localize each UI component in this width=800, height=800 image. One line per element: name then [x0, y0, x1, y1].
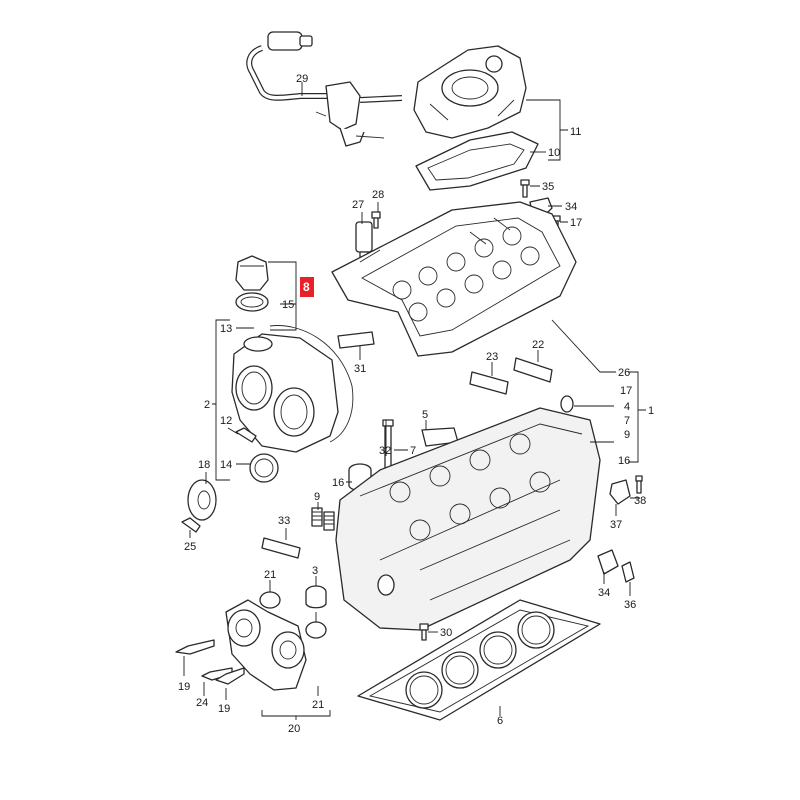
bolt-25 [181, 517, 201, 533]
filler-seal [235, 292, 269, 312]
callout-10: 10 [548, 147, 560, 159]
bolt-36 [621, 561, 635, 583]
callout-26: 26 [618, 367, 630, 379]
callout-20: 20 [288, 723, 300, 735]
callout-9-right: 9 [624, 429, 630, 441]
callout-17-top: 17 [570, 217, 582, 229]
callout-38: 38 [634, 495, 646, 507]
callout-2: 2 [204, 399, 210, 411]
callout-18: 18 [198, 459, 210, 471]
callout-31: 31 [354, 363, 366, 375]
callout-34-bottom: 34 [598, 587, 610, 599]
bolt-28 [371, 211, 381, 229]
bolt-38 [635, 475, 643, 494]
callout-14: 14 [220, 459, 232, 471]
seal-21-top [259, 591, 281, 609]
callout-29: 29 [296, 73, 308, 85]
callout-16: 16 [332, 477, 344, 489]
callout-12: 12 [220, 415, 232, 427]
spring-9 [311, 507, 335, 531]
callout-35: 35 [542, 181, 554, 193]
callout-11: 11 [570, 126, 581, 138]
callout-labels: 29 11 10 35 34 17 28 27 15 13 2 31 26 17… [178, 73, 654, 735]
head-gasket [357, 599, 601, 721]
callout-23: 23 [486, 351, 498, 363]
bolt-12 [235, 427, 257, 443]
callout-9: 9 [314, 491, 320, 503]
callout-16-right: 16 [618, 455, 630, 467]
callout-21-bottom: 21 [312, 699, 324, 711]
callout-37: 37 [610, 519, 622, 531]
breather-hose-assembly [246, 31, 403, 147]
callout-13: 13 [220, 323, 232, 335]
part-31 [337, 331, 375, 349]
callout-17: 17 [620, 385, 632, 397]
seal-14 [249, 453, 279, 483]
oil-filler-cap [235, 255, 269, 291]
callout-21-top: 21 [264, 569, 276, 581]
callout-3: 3 [312, 565, 318, 577]
sensor-34-bottom [597, 549, 619, 575]
callout-8-label: 8 [303, 280, 310, 294]
part-23 [469, 371, 509, 395]
timing-gear-unit [225, 599, 307, 691]
timing-cover [231, 325, 354, 453]
cylinder-head-cover [331, 201, 577, 357]
bolt-30 [419, 623, 429, 641]
bolt-35 [520, 179, 530, 198]
callout-32: 32 [379, 445, 391, 457]
callout-19-left: 19 [178, 681, 190, 693]
cylinder-head [335, 407, 601, 631]
o-ring-4 [560, 395, 574, 413]
part-22 [513, 357, 553, 383]
highlighted-callout-8[interactable]: 8 [300, 277, 314, 297]
leader-lines [183, 82, 646, 720]
callout-19-right: 19 [218, 703, 230, 715]
callout-28: 28 [372, 189, 384, 201]
callout-33: 33 [278, 515, 290, 527]
bolt-19-right [215, 667, 245, 685]
part-33 [261, 537, 301, 559]
oil-separator-housing [413, 45, 527, 139]
callout-5: 5 [422, 409, 428, 421]
callout-27: 27 [352, 199, 364, 211]
sensor-37 [609, 479, 631, 505]
cap-3 [305, 585, 327, 609]
callout-36: 36 [624, 599, 636, 611]
seal-21-bottom [305, 621, 327, 639]
bolt-24 [201, 667, 233, 681]
callout-7-right: 7 [624, 415, 630, 427]
separator-gasket [415, 131, 539, 191]
camshaft-sprocket-18 [187, 479, 217, 521]
callout-25: 25 [184, 541, 196, 553]
callout-15: 15 [282, 299, 294, 311]
callout-30: 30 [440, 627, 452, 639]
callout-24: 24 [196, 697, 208, 709]
bolt-19-left [175, 639, 215, 655]
callout-1: 1 [648, 405, 654, 417]
callout-22: 22 [532, 339, 544, 351]
callout-7: 7 [410, 445, 416, 457]
callout-34: 34 [565, 201, 577, 213]
callout-6: 6 [497, 715, 503, 727]
callout-4: 4 [624, 401, 630, 413]
